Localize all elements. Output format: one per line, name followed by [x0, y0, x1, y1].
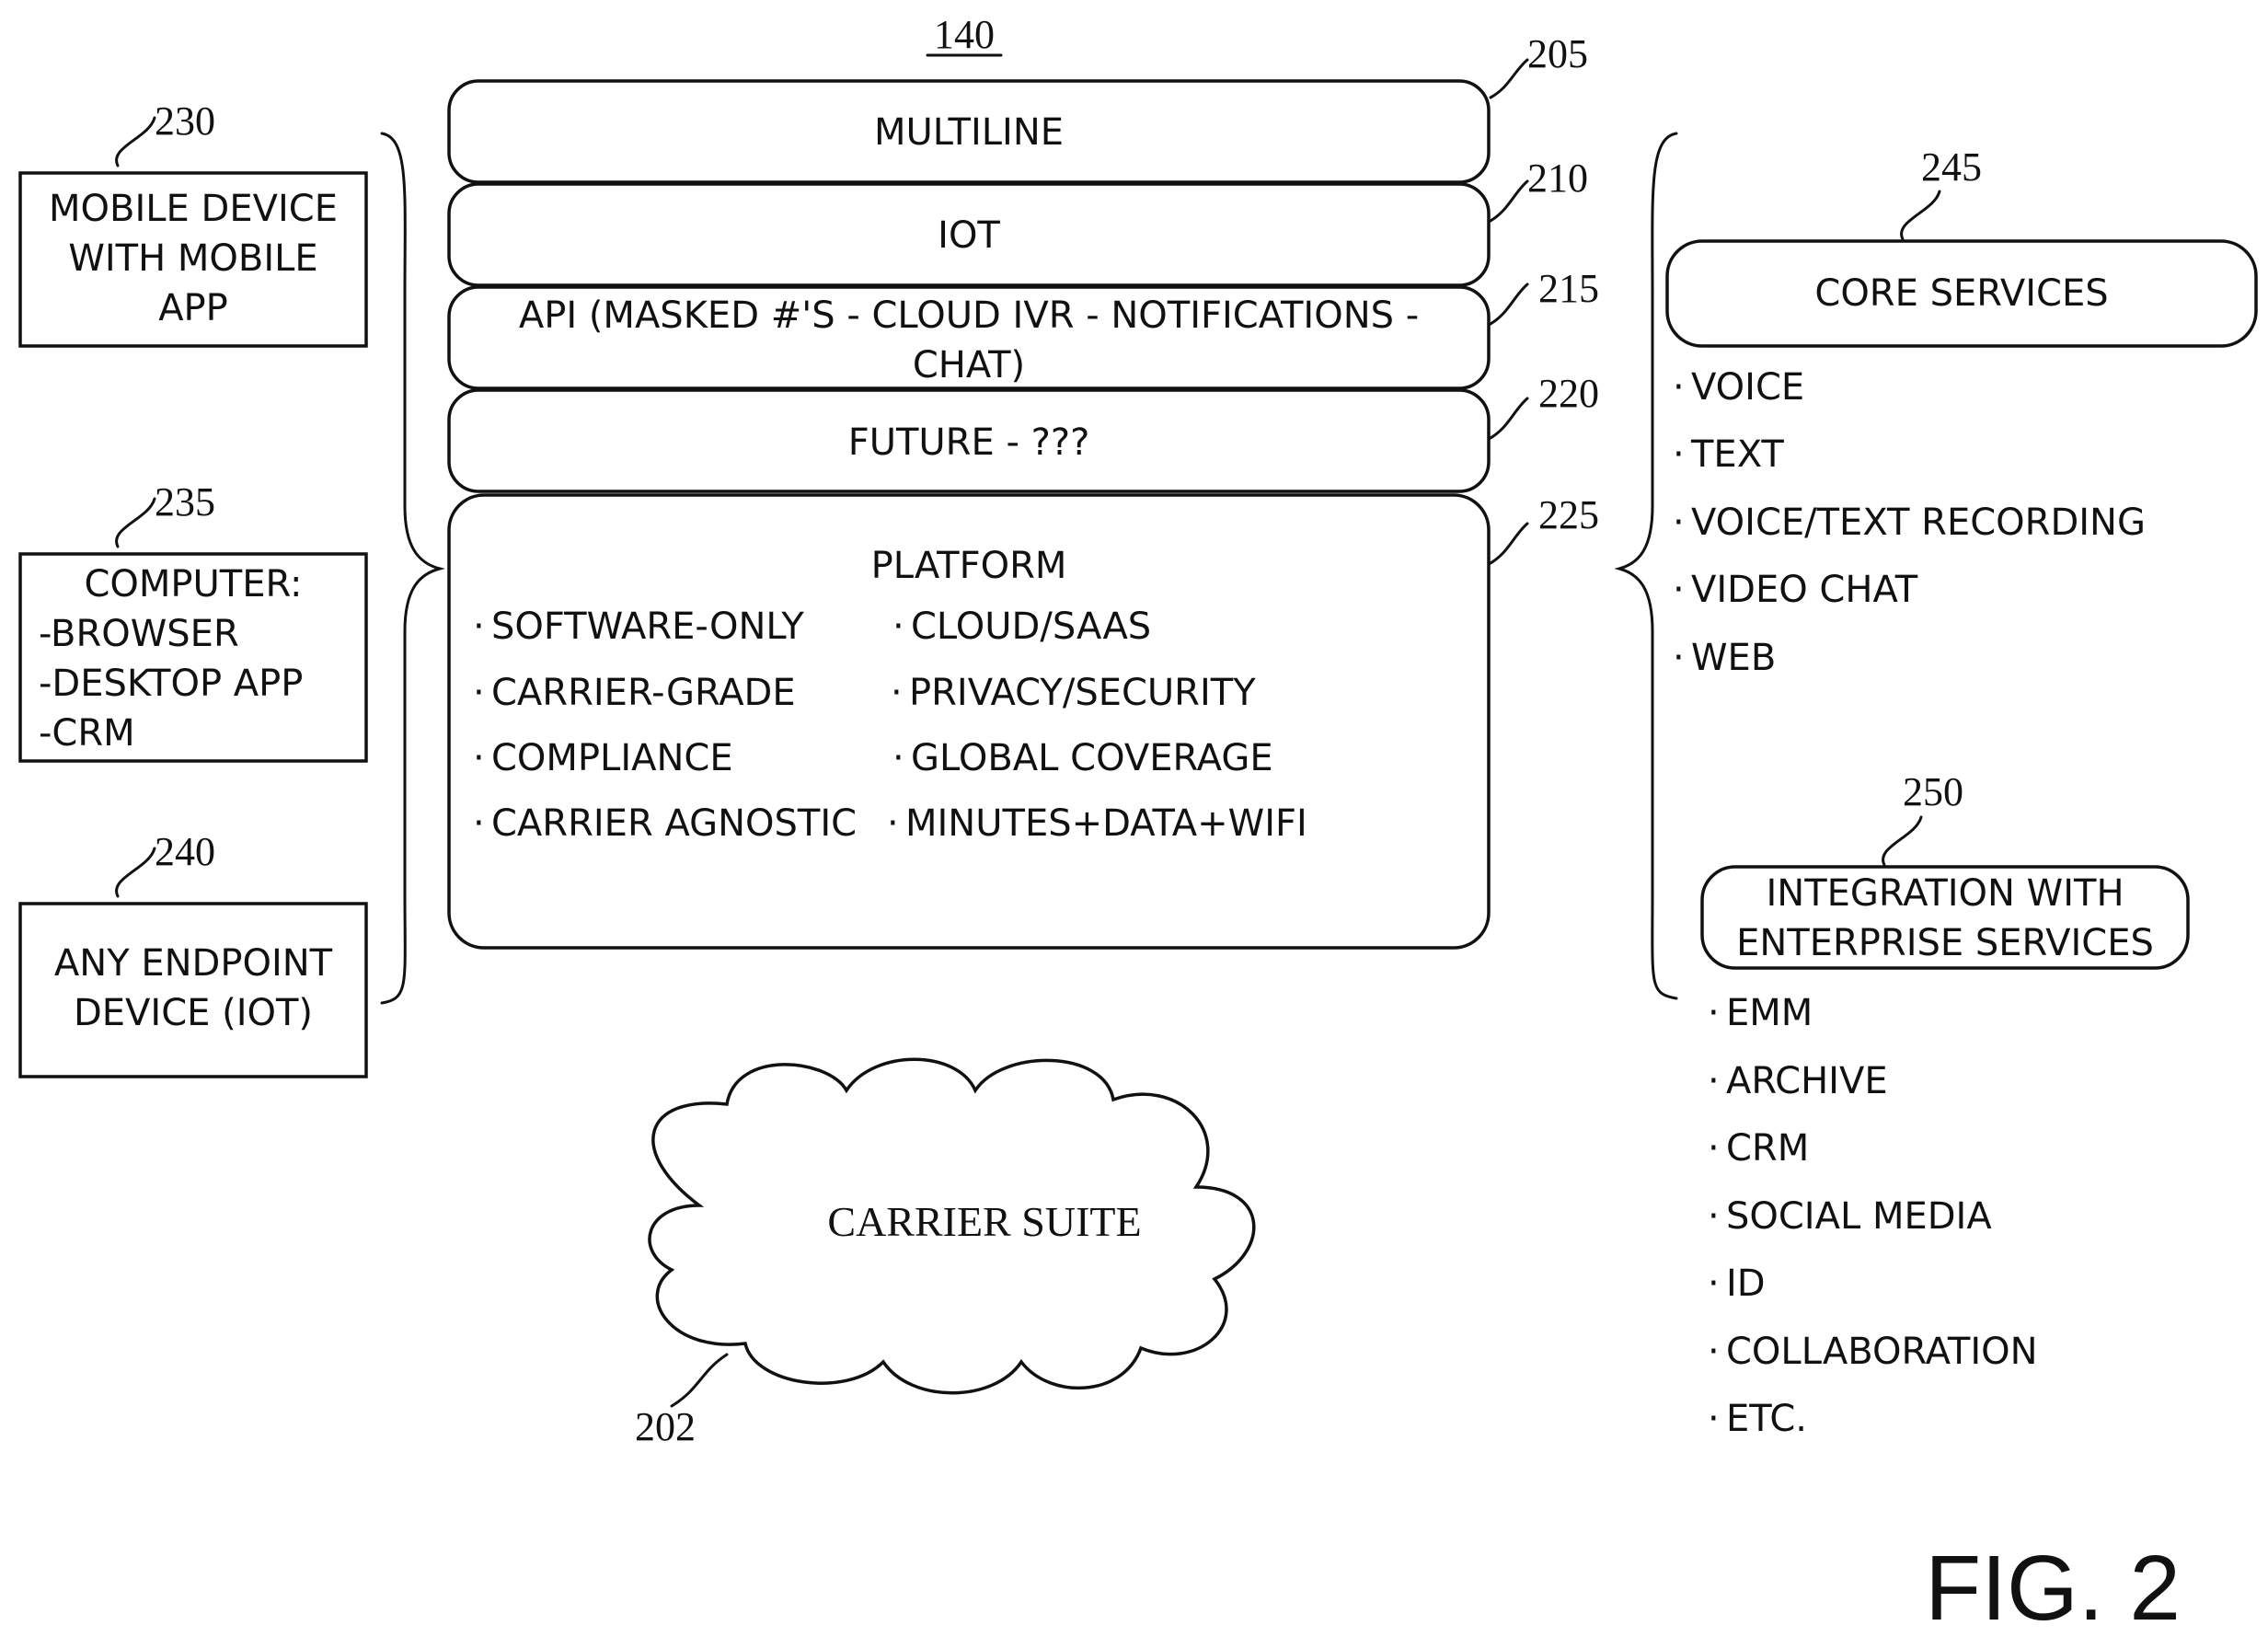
platform-bullet: · — [887, 802, 899, 845]
platform-title: PLATFORM — [871, 545, 1067, 587]
device-box-computer-line-4: -CRM — [39, 712, 135, 755]
platform-bullet: · — [891, 672, 903, 714]
core-service-video-chat: VIDEO CHAT — [1691, 569, 1918, 611]
stack-layer-api-line-2: CHAT) — [913, 344, 1025, 386]
platform-box: PLATFORM · SOFTWARE-ONLY · CARRIER-GRADE… — [449, 492, 1599, 948]
leader-225 — [1491, 524, 1527, 563]
carrier-suite-label: CARRIER SUITE — [827, 1198, 1141, 1245]
integration-bullet: · — [1708, 1060, 1720, 1102]
integration-line-2: ENTERPRISE SERVICES — [1736, 922, 2154, 964]
integration-bullet: · — [1708, 1398, 1720, 1440]
device-box-endpoint-line-2: DEVICE (IOT) — [74, 992, 313, 1034]
device-box-computer-line-1: COMPUTER: — [84, 563, 302, 605]
leader-210 — [1491, 181, 1527, 221]
leader-230 — [117, 118, 155, 166]
core-services-group: 245 CORE SERVICES · VOICE · TEXT · VOICE… — [1667, 144, 2256, 679]
integration-item-id: ID — [1726, 1262, 1766, 1305]
platform-item-cloud-saas: CLOUD/SAAS — [911, 605, 1151, 648]
ref-202: 202 — [635, 1404, 696, 1449]
stack-layer-iot-label: IOT — [938, 214, 1000, 257]
device-box-mobile: MOBILE DEVICE WITH MOBILE APP 230 — [20, 98, 366, 346]
device-box-mobile-line-2: WITH MOBILE — [68, 237, 317, 280]
ref-245: 245 — [1921, 144, 1982, 190]
leader-215 — [1491, 284, 1527, 324]
integration-item-social-media: SOCIAL MEDIA — [1726, 1195, 1992, 1238]
device-box-computer: COMPUTER: -BROWSER -DESKTOP APP -CRM 235 — [20, 479, 366, 761]
platform-bullet: · — [473, 672, 485, 714]
platform-bullet: · — [473, 802, 485, 845]
platform-item-minutes-data-wifi: MINUTES+DATA+WIFI — [905, 802, 1307, 845]
platform-item-carrier-grade: CARRIER-GRADE — [491, 672, 796, 714]
integration-item-etc: ETC. — [1726, 1398, 1807, 1440]
platform-item-carrier-agnostic: CARRIER AGNOSTIC — [491, 802, 857, 845]
integration-item-crm: CRM — [1726, 1127, 1809, 1170]
platform-bullet: · — [473, 737, 485, 779]
platform-item-privacy-security: PRIVACY/SECURITY — [909, 672, 1256, 714]
device-box-mobile-line-3: APP — [158, 287, 228, 329]
ref-235: 235 — [155, 479, 215, 525]
left-curly-brace — [382, 133, 440, 1003]
core-services-bullet: · — [1673, 569, 1685, 611]
integration-item-archive: ARCHIVE — [1726, 1060, 1888, 1102]
core-service-web: WEB — [1691, 637, 1776, 679]
ref-225: 225 — [1538, 492, 1599, 537]
leader-202 — [672, 1355, 727, 1406]
core-services-bullet: · — [1673, 433, 1685, 476]
ref-215: 215 — [1538, 266, 1599, 311]
stack-layer-future-label: FUTURE - ??? — [848, 421, 1090, 464]
ref-250: 250 — [1903, 769, 1963, 814]
stack-layer-api-line-1: API (MASKED #'S - CLOUD IVR - NOTIFICATI… — [519, 294, 1419, 337]
carrier-suite-cloud: CARRIER SUITE 202 — [635, 1059, 1254, 1449]
integration-bullet: · — [1708, 1331, 1720, 1373]
figure-ref-140: 140 — [934, 12, 995, 57]
platform-item-compliance: COMPLIANCE — [491, 737, 733, 779]
figure-label: FIG. 2 — [1925, 1537, 2181, 1637]
leader-235 — [117, 499, 155, 547]
device-box-mobile-line-1: MOBILE DEVICE — [49, 188, 338, 230]
platform-item-software-only: SOFTWARE-ONLY — [491, 605, 804, 648]
integration-bullet: · — [1708, 1127, 1720, 1170]
ref-210: 210 — [1527, 156, 1588, 201]
integration-line-1: INTEGRATION WITH — [1766, 872, 2124, 915]
stack-layer-multiline: MULTILINE 205 — [449, 31, 1588, 182]
core-service-recording: VOICE/TEXT RECORDING — [1691, 501, 2146, 544]
leader-245 — [1902, 191, 1940, 239]
ref-205: 205 — [1527, 31, 1588, 76]
core-service-text: TEXT — [1690, 433, 1784, 476]
device-box-computer-line-2: -BROWSER — [39, 613, 239, 655]
platform-bullet: · — [473, 605, 485, 648]
device-box-endpoint-frame — [20, 904, 366, 1077]
integration-bullet: · — [1708, 1195, 1720, 1238]
platform-bullet: · — [892, 605, 904, 648]
platform-bullet: · — [892, 737, 904, 779]
leader-240 — [117, 848, 155, 896]
device-box-endpoint-line-1: ANY ENDPOINT — [54, 942, 333, 985]
stack-layer-iot: IOT 210 — [449, 156, 1588, 285]
core-services-bullet: · — [1673, 501, 1685, 544]
core-service-voice: VOICE — [1691, 366, 1804, 409]
ref-240: 240 — [155, 829, 215, 874]
integration-bullet: · — [1708, 1262, 1720, 1305]
ref-220: 220 — [1538, 371, 1599, 416]
core-services-title: CORE SERVICES — [1814, 272, 2108, 315]
integration-bullet: · — [1708, 992, 1720, 1034]
stack-layer-future: FUTURE - ??? 220 — [449, 371, 1599, 491]
ref-230: 230 — [155, 98, 215, 144]
device-box-computer-line-3: -DESKTOP APP — [39, 663, 303, 705]
leader-250 — [1883, 817, 1921, 865]
device-box-endpoint: ANY ENDPOINT DEVICE (IOT) 240 — [20, 829, 366, 1077]
integration-item-collaboration: COLLABORATION — [1726, 1331, 2038, 1373]
integration-item-emm: EMM — [1726, 992, 1813, 1034]
leader-220 — [1491, 398, 1527, 438]
core-services-bullet: · — [1673, 366, 1685, 409]
core-services-bullet: · — [1673, 637, 1685, 679]
integration-group: 250 INTEGRATION WITH ENTERPRISE SERVICES… — [1702, 769, 2188, 1440]
stack-layer-multiline-label: MULTILINE — [874, 111, 1064, 154]
platform-item-global-coverage: GLOBAL COVERAGE — [911, 737, 1273, 779]
leader-205 — [1491, 60, 1527, 98]
